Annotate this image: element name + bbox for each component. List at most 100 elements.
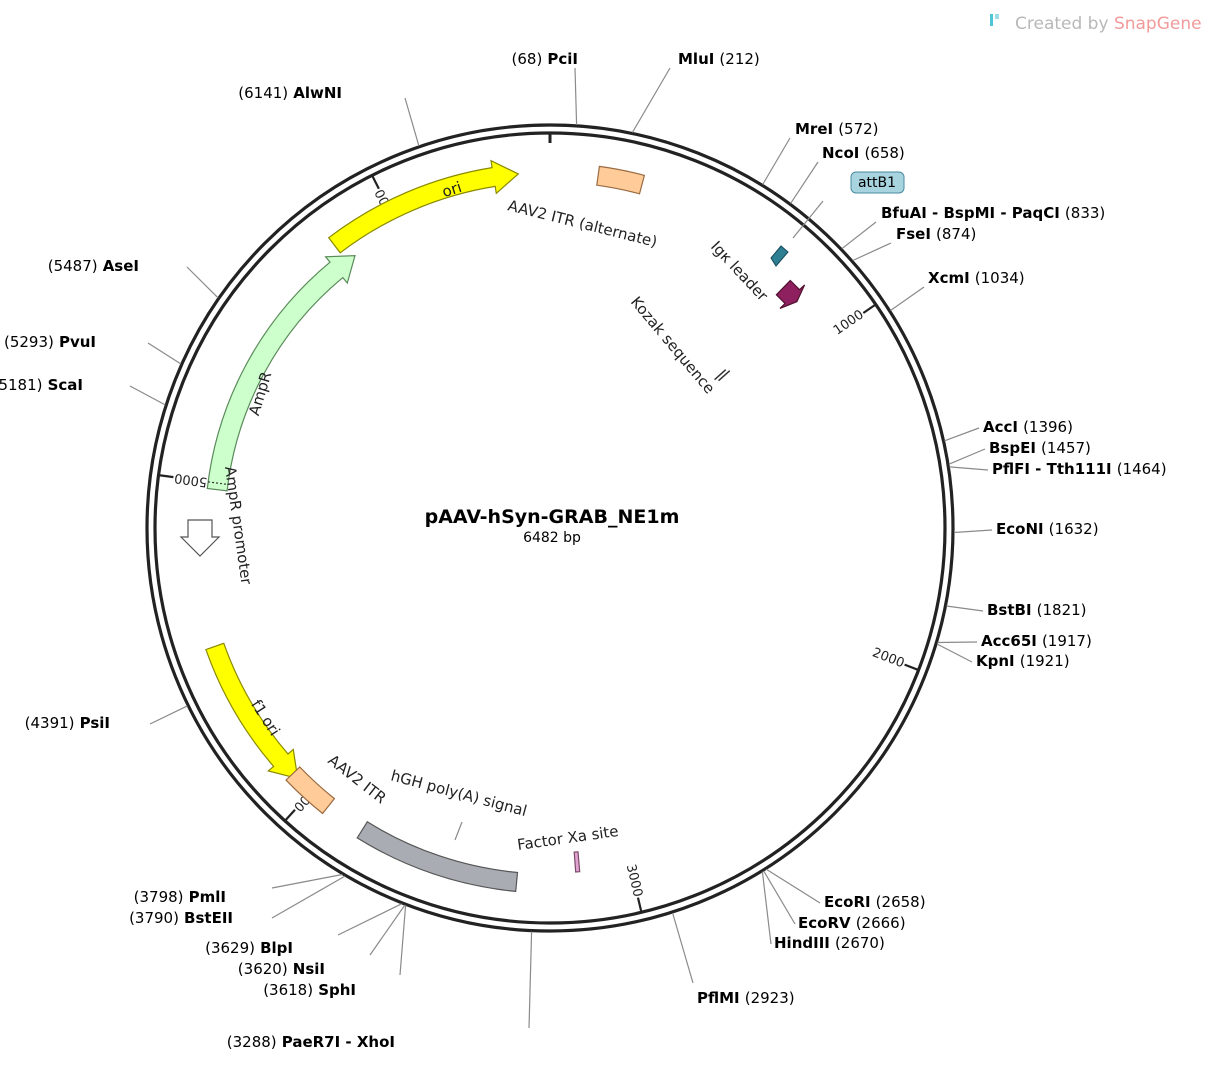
- site-asei[interactable]: (5487) AseI: [48, 256, 219, 299]
- site-pflfi-tth111i[interactable]: PflFI - Tth111I (1464): [949, 459, 1167, 478]
- site-paer7i-xhoi[interactable]: (3288) PaeR7I - XhoI: [227, 931, 533, 1051]
- site-leader: [953, 529, 993, 534]
- site-leader: [841, 221, 877, 250]
- site-bsteii[interactable]: (3790) BstEII: [129, 875, 346, 927]
- site-position: (5487): [48, 257, 98, 275]
- site-nsii[interactable]: (3620) NsiI: [238, 904, 406, 978]
- feature-factor-xa[interactable]: [573, 851, 581, 873]
- site-econi[interactable]: EcoNI (1632): [953, 519, 1099, 538]
- site-label: AccI (1396): [983, 417, 1073, 436]
- site-acc65i[interactable]: Acc65I (1917): [937, 631, 1092, 650]
- site-acci[interactable]: AccI (1396): [944, 417, 1073, 442]
- feature-kozak[interactable]: [714, 369, 731, 382]
- site-leader: [271, 873, 343, 889]
- attb1-badge: [850, 171, 905, 194]
- site-leader: [852, 242, 892, 262]
- site-leader: [129, 385, 166, 406]
- site-hindiii[interactable]: HindIII (2670): [761, 871, 885, 952]
- feature-f1-ori[interactable]: [205, 642, 299, 780]
- plasmid-length: 6482 bp: [523, 530, 581, 546]
- backbone-inner-ring: [153, 131, 947, 925]
- site-leader: [404, 97, 420, 147]
- site-label: (5293) PvuI: [4, 332, 96, 351]
- site-kpni[interactable]: KpnI (1921): [936, 643, 1070, 670]
- site-position: (68): [512, 50, 543, 68]
- kozak-label: Kozak sequence: [627, 293, 719, 397]
- snapgene-brand: SnapGene: [1114, 14, 1202, 34]
- site-bspei[interactable]: BspEI (1457): [948, 438, 1091, 465]
- site-position: (3629): [205, 939, 255, 957]
- site-label: PflMI (2923): [697, 988, 795, 1007]
- site-label: (4391) PsiI: [25, 713, 110, 732]
- attb1-mark: [770, 245, 789, 267]
- site-leader: [574, 67, 578, 125]
- site-sphi[interactable]: (3618) SphI: [263, 905, 407, 999]
- site-label: XcmI (1034): [928, 268, 1025, 287]
- igk-leader-label: Igκ leader: [707, 237, 772, 305]
- site-position: (1921): [1020, 652, 1070, 670]
- site-leader: [337, 903, 402, 936]
- site-mrei[interactable]: MreI (572): [762, 119, 879, 185]
- feature-ampr[interactable]: [206, 254, 356, 492]
- site-bfuai-bspmi-paqci[interactable]: BfuAI - BspMI - PaqCI (833): [841, 203, 1105, 250]
- factor-xa-label: Factor Xa site: [516, 822, 620, 854]
- feature-attb1[interactable]: attB1: [770, 171, 905, 267]
- site-position: (874): [936, 225, 976, 243]
- kozak-mark: [714, 369, 727, 381]
- feature-ori[interactable]: [327, 159, 520, 254]
- site-fsei[interactable]: FseI (874): [852, 224, 977, 262]
- site-position: (2666): [856, 914, 906, 932]
- site-position: (1821): [1037, 601, 1087, 619]
- feature-ampr-promoter[interactable]: [179, 519, 221, 557]
- site-leader: [399, 905, 407, 976]
- site-label: EcoNI (1632): [996, 519, 1099, 538]
- site-label: (3629) BlpI: [205, 938, 293, 957]
- site-leader: [271, 875, 346, 919]
- site-scai[interactable]: (5181) ScaI: [0, 375, 166, 406]
- site-name: XcmI: [928, 269, 970, 287]
- site-label: EcoRI (2658): [824, 892, 926, 911]
- site-label: HindIII (2670): [774, 933, 885, 952]
- feature-hgh-polya[interactable]: [356, 820, 519, 893]
- site-name: BspEI: [989, 439, 1036, 457]
- site-label: NcoI (658): [822, 143, 905, 162]
- feature-aav2-itr-alt[interactable]: [596, 165, 646, 195]
- feature-igk-leader[interactable]: [775, 279, 806, 309]
- site-position: (3790): [129, 909, 179, 927]
- site-pcii[interactable]: (68) PciI: [512, 49, 579, 125]
- site-leader: [890, 286, 925, 311]
- site-position: (1464): [1117, 460, 1167, 478]
- site-mlui[interactable]: MluI (212): [631, 49, 760, 133]
- site-label: (3618) SphI: [263, 980, 356, 999]
- kozak-mark: [718, 370, 731, 382]
- tick-mark: [904, 663, 919, 672]
- site-position: (3288): [227, 1033, 277, 1051]
- hgh-label-leader: [454, 821, 463, 841]
- site-position: (1457): [1041, 439, 1091, 457]
- site-ecorv[interactable]: EcoRV (2666): [763, 870, 906, 932]
- site-position: (1917): [1042, 632, 1092, 650]
- site-position: (1396): [1023, 418, 1073, 436]
- site-label: BfuAI - BspMI - PaqCI (833): [881, 203, 1105, 222]
- site-xcmi[interactable]: XcmI (1034): [890, 268, 1025, 311]
- site-label: (3798) PmlI: [134, 887, 226, 906]
- site-pvui[interactable]: (5293) PvuI: [4, 332, 182, 365]
- site-name: NsiI: [293, 960, 325, 978]
- site-ecori[interactable]: EcoRI (2658): [765, 868, 926, 911]
- site-label: (3790) BstEII: [129, 908, 233, 927]
- aav2-itr-alt-shape: [596, 165, 646, 195]
- site-pmli[interactable]: (3798) PmlI: [134, 873, 343, 907]
- site-leader: [944, 427, 980, 442]
- site-ncoi[interactable]: NcoI (658): [790, 143, 905, 204]
- site-position: (3618): [263, 981, 313, 999]
- ampr-promoter-arrow: [179, 519, 221, 557]
- site-alwni[interactable]: (6141) AlwNI: [238, 83, 420, 147]
- snapgene-logo-icon: [990, 14, 999, 26]
- feature-aav2-itr[interactable]: [285, 766, 336, 815]
- site-blpi[interactable]: (3629) BlpI: [205, 903, 402, 957]
- site-psii[interactable]: (4391) PsiI: [25, 705, 188, 732]
- site-bstbi[interactable]: BstBI (1821): [946, 600, 1087, 619]
- site-label: BspEI (1457): [989, 438, 1091, 457]
- site-name: SphI: [318, 981, 356, 999]
- site-pflmi[interactable]: PflMI (2923): [672, 912, 795, 1007]
